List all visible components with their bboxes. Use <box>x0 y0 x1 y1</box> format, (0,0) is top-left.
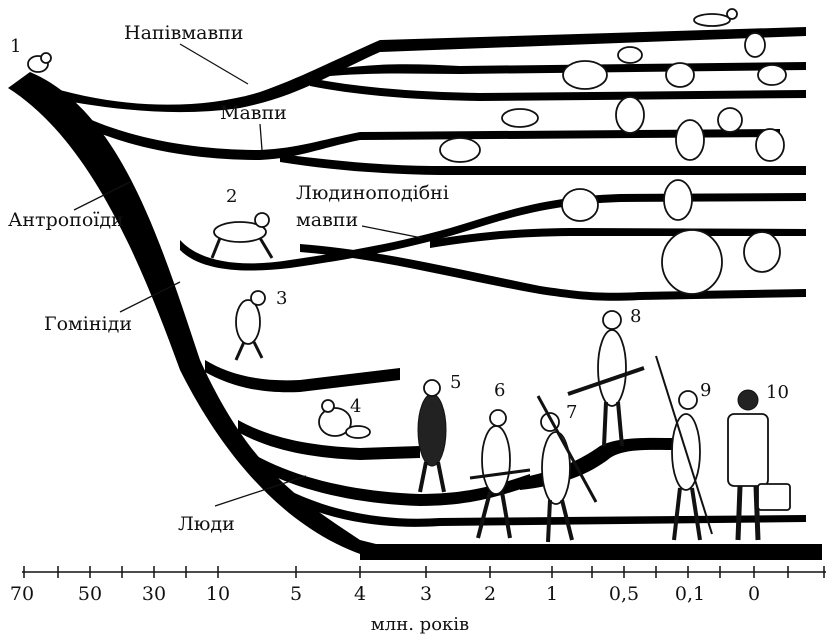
tick-label-30: 30 <box>142 583 166 605</box>
tick-label-0-5: 0,5 <box>609 583 639 605</box>
prosimian-figures <box>563 9 786 89</box>
apes-leader <box>362 226 422 238</box>
hominid-figure-3 <box>236 291 265 360</box>
hominids-label: Гомініди <box>44 313 132 335</box>
ape-ancestor-figure <box>212 213 272 258</box>
figure-number-6: 6 <box>494 380 505 401</box>
monkeys-leader <box>260 124 262 150</box>
tick-label-5: 5 <box>290 583 302 605</box>
human-figure-8 <box>568 311 644 446</box>
prosimians-label: Напівмавпи <box>124 22 243 44</box>
tick-label-0: 0 <box>748 583 760 605</box>
modern-human-branch <box>360 544 822 560</box>
monkeys-branch <box>60 104 780 160</box>
anthropoid-apes-label-line2: мавпи <box>296 209 358 231</box>
figures <box>28 9 790 542</box>
tick-label-10: 10 <box>206 583 230 605</box>
anthropoids-label: Антропоїди <box>8 209 124 231</box>
tick-label-70: 70 <box>10 583 34 605</box>
prosimians-branch-3 <box>310 78 806 101</box>
figure-number-8: 8 <box>630 306 641 327</box>
monkeys-branch-2 <box>280 154 806 175</box>
figure-number-5: 5 <box>450 372 461 393</box>
prosimian-ancestor-figure <box>28 53 51 72</box>
prosimians-leader <box>180 44 248 84</box>
monkey-figures <box>440 97 784 162</box>
tick-label-4: 4 <box>354 583 366 605</box>
figure-number-1: 1 <box>10 36 21 57</box>
figure-number-7: 7 <box>566 402 577 423</box>
anthropoid-apes-label-line1: Людиноподібні <box>296 182 449 204</box>
hominid-figure-5 <box>418 380 446 492</box>
tick-label-2: 2 <box>484 583 496 605</box>
figure-number-10: 10 <box>766 382 789 403</box>
monkeys-label: Мавпи <box>220 102 287 124</box>
figure-number-3: 3 <box>276 288 287 309</box>
hominid-figure-4 <box>319 400 370 438</box>
figure-number-2: 2 <box>226 186 237 207</box>
time-axis: 70 50 30 10 5 4 3 2 1 0,5 0,1 0 млн. рок… <box>10 566 826 635</box>
figure-number-4: 4 <box>350 396 361 417</box>
figure-number-9: 9 <box>700 380 711 401</box>
tick-label-1: 1 <box>546 583 558 605</box>
axis-unit-label: млн. років <box>371 614 469 635</box>
humans-label: Люди <box>178 513 235 535</box>
hominid-extinct-branch-3 <box>205 360 400 392</box>
tick-label-3: 3 <box>420 583 432 605</box>
axis-tick-labels: 70 50 30 10 5 4 3 2 1 0,5 0,1 0 <box>10 583 760 605</box>
tick-label-0-1: 0,1 <box>675 583 705 605</box>
tick-label-50: 50 <box>78 583 102 605</box>
